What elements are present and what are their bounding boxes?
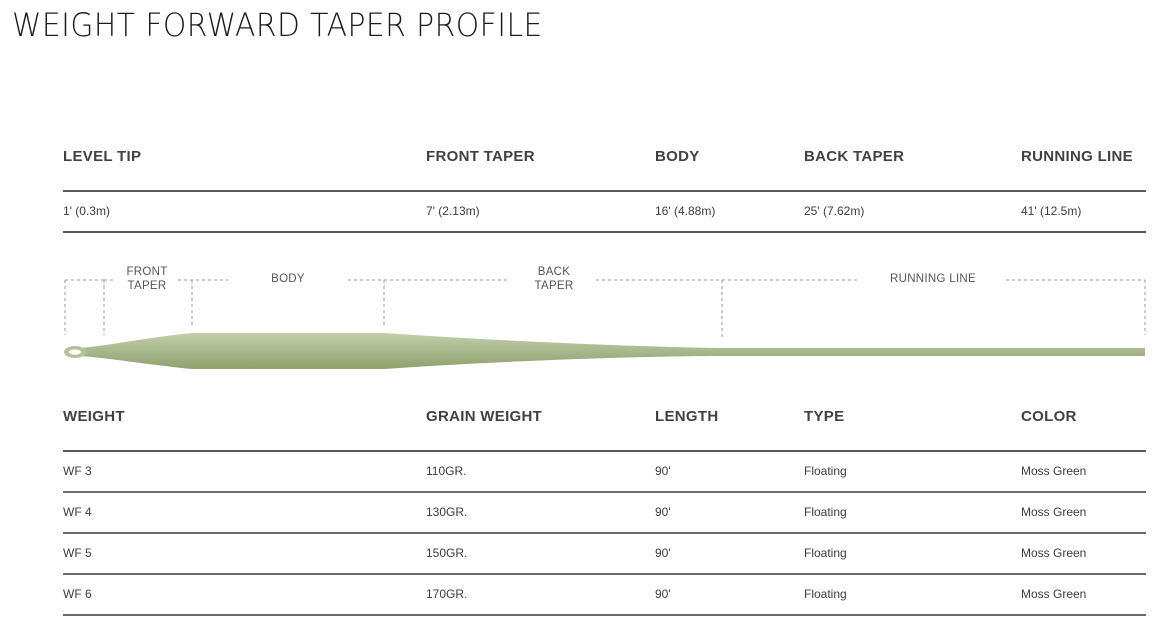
header-grain-weight: GRAIN WEIGHT: [426, 408, 543, 425]
specs-header-rule: [63, 450, 1146, 452]
header-level-tip: LEVEL TIP: [63, 148, 142, 165]
cell-weight: WF 4: [63, 505, 92, 519]
cell-length: 90': [655, 464, 671, 478]
segments-header-rule: [63, 190, 1146, 192]
cell-type: Floating: [804, 464, 847, 478]
cell-weight: WF 3: [63, 464, 92, 478]
row-divider: [63, 573, 1146, 575]
cell-type: Floating: [804, 587, 847, 601]
cell-color: Moss Green: [1021, 587, 1087, 601]
row-divider: [63, 491, 1146, 493]
header-color: COLOR: [1021, 408, 1077, 425]
cell-weight: WF 6: [63, 587, 92, 601]
cell-grain-weight: 130GR.: [426, 505, 468, 519]
tip-loop-hole: [69, 349, 81, 355]
header-back-taper: BACK TAPER: [804, 148, 905, 165]
cell-length: 90': [655, 546, 671, 560]
length-level-tip: 1' (0.3m): [63, 204, 110, 218]
cell-color: Moss Green: [1021, 546, 1087, 560]
label-back-taper-line2: TAPER: [535, 280, 574, 292]
row-divider: [63, 614, 1146, 616]
page-title: WEIGHT FORWARD TAPER PROFILE: [12, 6, 543, 44]
cell-color: Moss Green: [1021, 505, 1087, 519]
label-front-taper-line2: TAPER: [128, 280, 167, 292]
header-type: TYPE: [804, 408, 845, 425]
cell-length: 90': [655, 587, 671, 601]
label-body: BODY: [271, 273, 305, 285]
length-front-taper: 7' (2.13m): [426, 204, 480, 218]
header-front-taper: FRONT TAPER: [426, 148, 535, 165]
length-running-line: 41' (12.5m): [1021, 204, 1082, 218]
taper-profile-diagram: FRONT TAPER BODY BACK TAPER RUNNING LINE: [64, 266, 1146, 369]
cell-color: Moss Green: [1021, 464, 1087, 478]
header-weight: WEIGHT: [63, 408, 125, 425]
cell-weight: WF 5: [63, 546, 92, 560]
fly-line-profile: [76, 333, 1145, 369]
cell-length: 90': [655, 505, 671, 519]
cell-grain-weight: 170GR.: [426, 587, 468, 601]
label-running-line: RUNNING LINE: [890, 273, 976, 285]
label-front-taper-line1: FRONT: [126, 266, 167, 278]
length-back-taper: 25' (7.62m): [804, 204, 865, 218]
segment-brackets: [64, 279, 1146, 337]
header-body: BODY: [655, 148, 700, 165]
cell-grain-weight: 110GR.: [426, 464, 467, 478]
segments-bottom-rule: [63, 231, 1146, 233]
cell-type: Floating: [804, 505, 847, 519]
label-back-taper-line1: BACK: [538, 266, 571, 278]
row-divider: [63, 532, 1146, 534]
header-running-line: RUNNING LINE: [1021, 148, 1133, 165]
cell-grain-weight: 150GR.: [426, 546, 468, 560]
cell-type: Floating: [804, 546, 847, 560]
length-body: 16' (4.88m): [655, 204, 716, 218]
header-length: LENGTH: [655, 408, 719, 425]
